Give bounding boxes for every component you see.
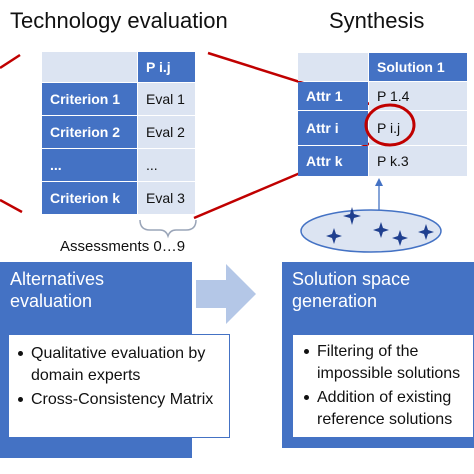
criterion-k: Criterion k — [42, 182, 137, 214]
star-icon — [373, 222, 389, 238]
eval-ellipsis: ... — [138, 149, 195, 181]
solution-space-bullet-1: Filtering of the impossible solutions — [303, 341, 471, 385]
eval-header: P i.j — [138, 52, 195, 82]
value-k: P k.3 — [369, 146, 467, 176]
synthesis-corner-cell — [298, 53, 368, 81]
star-icon — [392, 230, 408, 246]
assessments-brace — [139, 219, 197, 239]
solution-header: Solution 1 — [369, 53, 467, 81]
star-group — [326, 207, 434, 246]
criterion-2: Criterion 2 — [42, 116, 137, 148]
red-line-left-bottom — [0, 198, 23, 214]
star-icon — [326, 228, 342, 244]
attr-k: Attr k — [298, 146, 368, 176]
alternatives-bullet-1: Qualitative evaluation by domain experts — [17, 343, 223, 387]
assessments-label: Assessments 0…9 — [60, 238, 186, 255]
alternatives-bullet-2: Cross-Consistency Matrix — [17, 389, 223, 411]
highlight-circle — [364, 103, 416, 147]
star-icon — [418, 224, 434, 240]
attr-1: Attr 1 — [298, 82, 368, 110]
alternatives-bullet-box: Qualitative evaluation by domain experts… — [8, 334, 230, 438]
eval-2: Eval 2 — [138, 116, 195, 148]
solution-space-ellipse — [300, 209, 442, 253]
value-i: P i.j — [369, 111, 467, 145]
alternatives-title: Alternatives evaluation — [10, 269, 105, 311]
eval-k: Eval 3 — [138, 182, 195, 214]
attr-i: Attr i — [298, 111, 368, 145]
solution-space-title: Solution space generation — [292, 269, 411, 311]
technology-evaluation-title: Technology evaluation — [10, 8, 228, 33]
criterion-ellipsis: ... — [42, 149, 137, 181]
criterion-1: Criterion 1 — [42, 83, 137, 115]
synthesis-title: Synthesis — [329, 8, 425, 33]
table-corner-cell — [42, 52, 137, 82]
eval-1: Eval 1 — [138, 83, 195, 115]
value-1: P 1.4 — [369, 82, 467, 110]
arrow-right-icon — [196, 264, 256, 324]
star-icon — [343, 207, 361, 225]
solution-space-bullet-box: Filtering of the impossible solutions Ad… — [292, 334, 474, 438]
red-line-left-top — [0, 53, 21, 70]
solution-space-bullet-2: Addition of existing reference solutions — [303, 387, 471, 431]
